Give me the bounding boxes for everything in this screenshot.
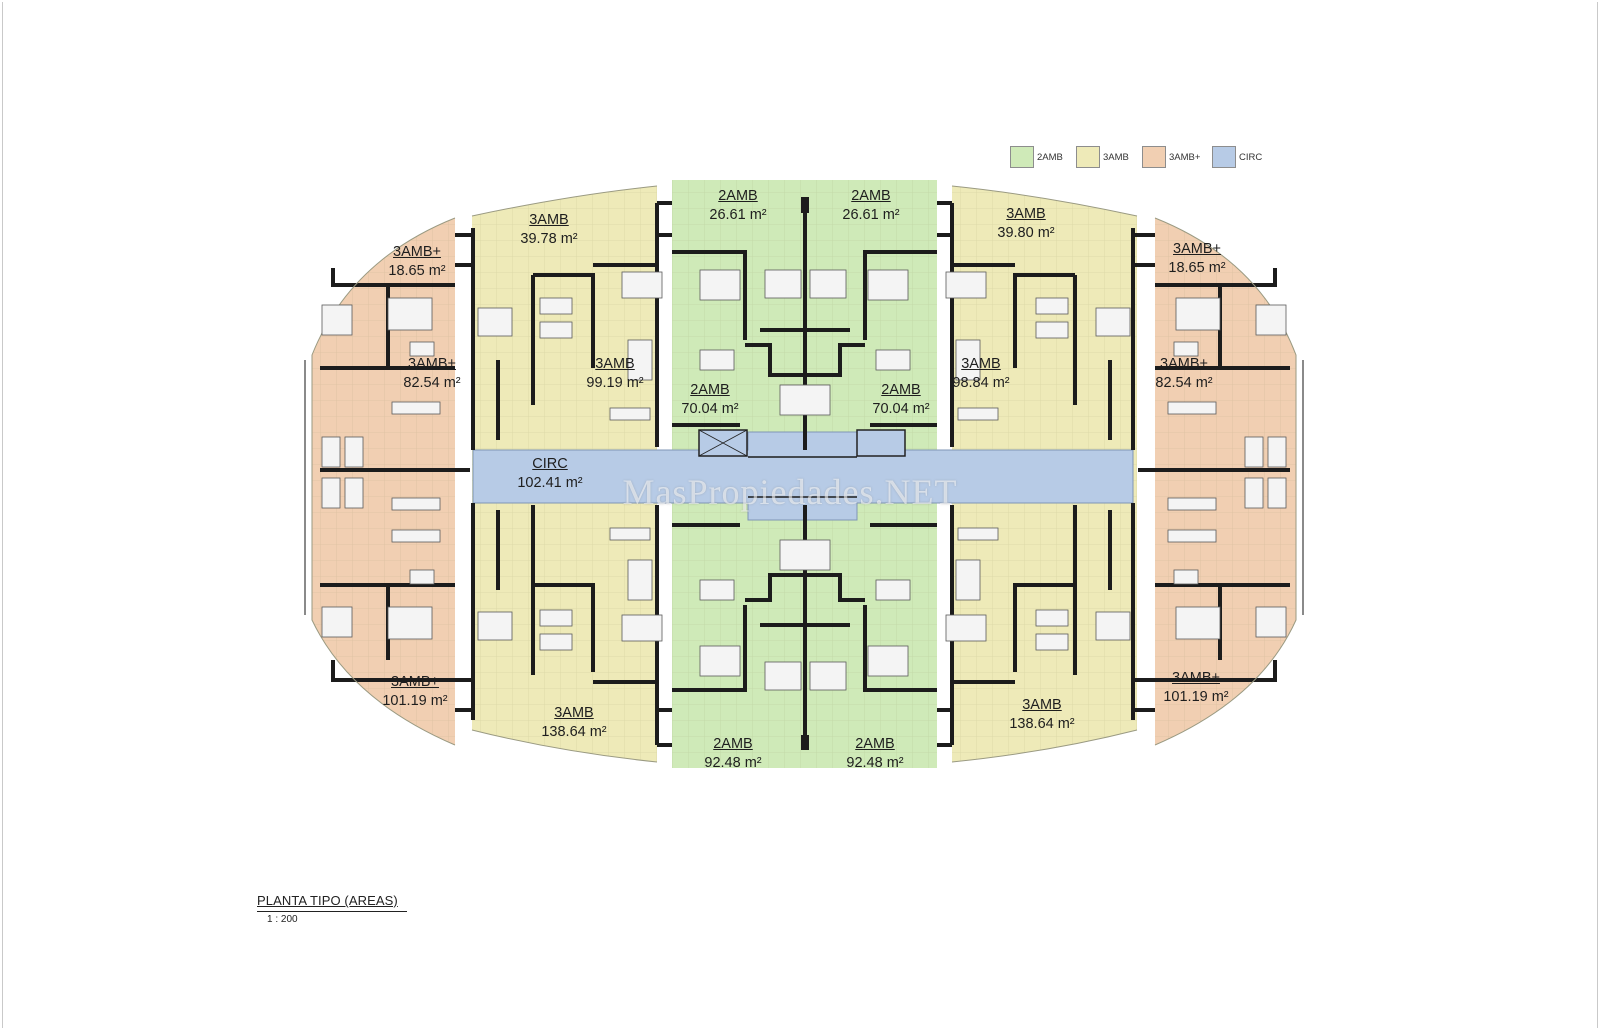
unit-area: 98.84 m² (952, 375, 1010, 391)
unit-label-3ambplus: 3AMB+ 101.19 m² (1163, 669, 1228, 707)
title-rule (257, 911, 407, 912)
unit-area: 82.54 m² (403, 375, 461, 391)
unit-label-3ambplus: 3AMB+ 18.65 m² (388, 243, 445, 281)
unit-code: 2AMB (855, 736, 895, 752)
unit-code: 3AMB+ (1160, 356, 1208, 372)
unit-area: 70.04 m² (872, 401, 930, 417)
unit-label-2amb: 2AMB 70.04 m² (681, 381, 738, 419)
unit-area: 26.61 m² (709, 207, 767, 223)
legend-label: CIRC (1239, 152, 1263, 163)
unit-label-3amb: 3AMB 98.84 m² (952, 355, 1009, 393)
unit-code: 3AMB (1022, 697, 1062, 713)
walls (320, 198, 1290, 750)
title-block: PLANTA TIPO (AREAS) 1 : 200 (257, 893, 407, 925)
unit-code: 3AMB (554, 705, 594, 721)
legend-label: 3AMB+ (1169, 152, 1201, 163)
furniture (321, 269, 1287, 691)
unit-code: 3AMB (529, 212, 569, 228)
unit-label-2amb: 2AMB 26.61 m² (842, 187, 899, 225)
unit-area: 138.64 m² (1009, 716, 1075, 732)
unit-code: 3AMB (961, 356, 1001, 372)
unit-label-3ambplus: 3AMB+ 18.65 m² (1168, 240, 1225, 278)
unit-area: 39.78 m² (520, 231, 578, 247)
unit-area: 102.41 m² (517, 475, 583, 491)
unit-label-3ambplus: 3AMB+ 101.19 m² (382, 673, 447, 711)
unit-code: 3AMB+ (391, 674, 439, 690)
unit-area: 101.19 m² (382, 693, 448, 709)
unit-label-3amb: 3AMB 39.80 m² (997, 205, 1054, 243)
unit-area: 99.19 m² (586, 375, 644, 391)
unit-code: 2AMB (690, 382, 730, 398)
unit-area: 26.61 m² (842, 207, 900, 223)
unit-code: 2AMB (718, 188, 758, 204)
unit-code: CIRC (532, 456, 568, 472)
unit-area: 92.48 m² (846, 755, 904, 771)
unit-code: 3AMB (595, 356, 635, 372)
unit-label-2amb: 2AMB 26.61 m² (709, 187, 766, 225)
unit-area: 18.65 m² (1168, 260, 1226, 276)
unit-label-3amb: 3AMB 39.78 m² (520, 211, 577, 249)
unit-area: 138.64 m² (541, 724, 607, 740)
unit-code: 3AMB+ (393, 244, 441, 260)
unit-code: 2AMB (713, 736, 753, 752)
unit-code: 3AMB+ (408, 356, 456, 372)
unit-label-3amb: 3AMB 99.19 m² (586, 355, 643, 393)
unit-code: 3AMB+ (1172, 670, 1220, 686)
unit-label-3amb: 3AMB 138.64 m² (541, 704, 606, 742)
unit-area: 82.54 m² (1155, 375, 1213, 391)
elevator-right (856, 429, 906, 457)
plan-scale: 1 : 200 (267, 914, 298, 925)
legend-label: 2AMB (1037, 152, 1063, 163)
unit-label-2amb: 2AMB 92.48 m² (846, 735, 903, 773)
unit-code: 2AMB (851, 188, 891, 204)
legend-swatch-circ (1212, 146, 1236, 168)
plan-title: PLANTA TIPO (AREAS) (257, 893, 398, 908)
unit-area: 18.65 m² (388, 263, 446, 279)
unit-label-circ: CIRC 102.41 m² (517, 455, 582, 493)
legend-label: 3AMB (1103, 152, 1129, 163)
unit-area: 70.04 m² (681, 401, 739, 417)
unit-label-3amb: 3AMB 138.64 m² (1009, 696, 1074, 734)
unit-area: 101.19 m² (1163, 689, 1229, 705)
watermark: MasPropiedades.NET (622, 472, 958, 512)
legend-swatch-2amb (1010, 146, 1034, 168)
legend-swatch-3amb (1076, 146, 1100, 168)
unit-label-2amb: 2AMB 70.04 m² (872, 381, 929, 419)
unit-area: 39.80 m² (997, 225, 1055, 241)
unit-code: 2AMB (881, 382, 921, 398)
unit-code: 3AMB (1006, 206, 1046, 222)
unit-label-3ambplus: 3AMB+ 82.54 m² (403, 355, 460, 393)
unit-code: 3AMB+ (1173, 241, 1221, 257)
unit-area: 92.48 m² (704, 755, 762, 771)
unit-label-2amb: 2AMB 92.48 m² (704, 735, 761, 773)
unit-label-3ambplus: 3AMB+ 82.54 m² (1155, 355, 1212, 393)
legend-swatch-3ambplus (1142, 146, 1166, 168)
